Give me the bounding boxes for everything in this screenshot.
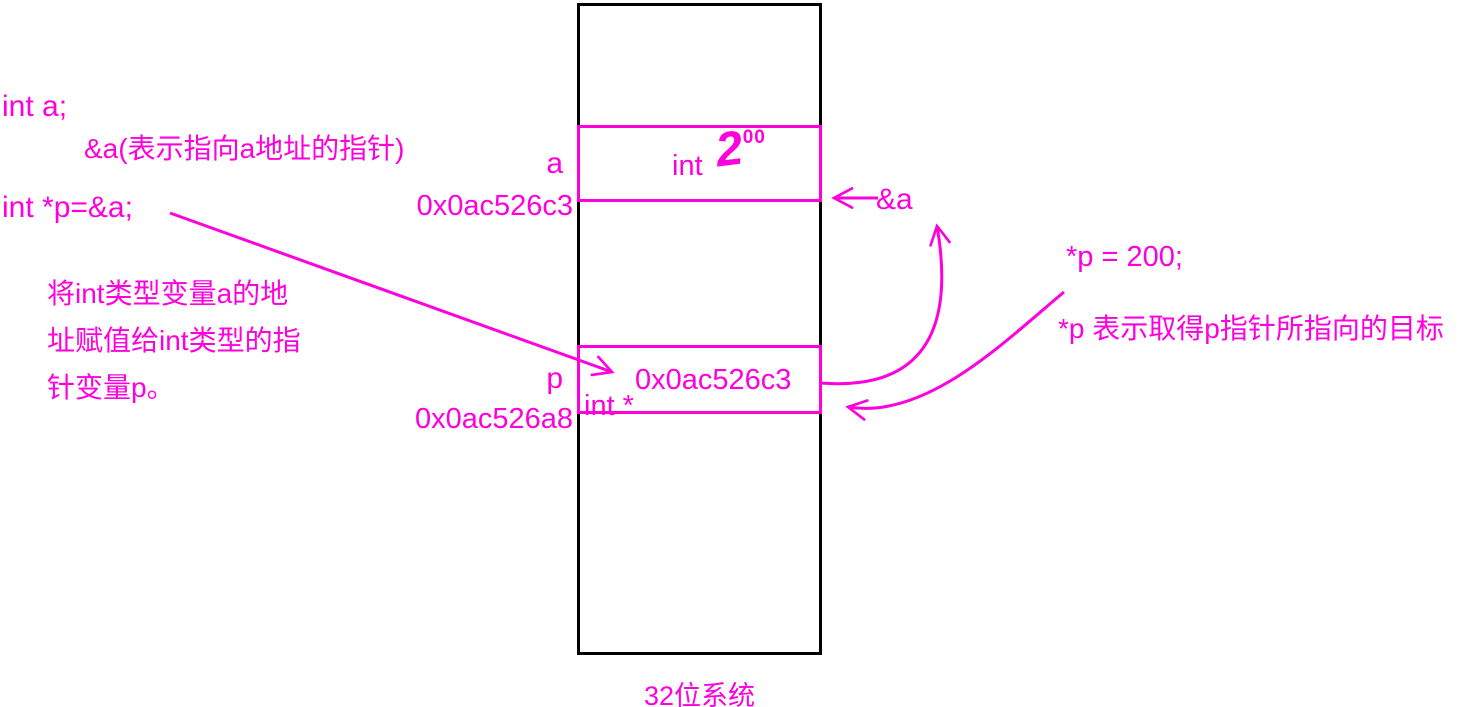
memory-cell-a: int 200	[577, 121, 822, 202]
memory-cell-p: 0x0ac526c3 int *	[577, 345, 822, 422]
deref-note-curve-arrow	[845, 290, 1065, 421]
cell-p-type-label: int *	[584, 390, 634, 422]
explanation-paragraph: 将int类型变量a的地 址赋值给int类型的指 针变量p。	[47, 270, 301, 411]
explanation-line-1: 将int类型变量a的地	[47, 278, 289, 309]
memory-column	[577, 3, 822, 655]
cell-a-value-sup: 00	[742, 127, 766, 148]
amp-a-pointer-label: &a	[876, 183, 913, 216]
deref-assignment-note: *p = 200;	[1066, 241, 1183, 273]
cell-a-value-main: 2	[712, 121, 746, 178]
variable-a-label: a	[546, 147, 563, 180]
cell-a-handwritten-value: 200	[712, 121, 766, 178]
p-points-to-a-curve-arrow	[819, 223, 951, 386]
variable-a-address: 0x0ac526c3	[416, 190, 573, 222]
explanation-line-3: 针变量p。	[47, 372, 175, 403]
system-caption: 32位系统	[643, 681, 756, 707]
cell-a-type-label: int	[672, 150, 703, 182]
explanation-line-2: 址赋值给int类型的指	[47, 325, 301, 356]
deref-explanation-note: *p 表示取得p指针所指向的目标	[1058, 313, 1444, 344]
declaration-int-a: int a;	[2, 90, 68, 123]
variable-p-label: p	[546, 362, 563, 395]
address-of-a-note: &a(表示指向a地址的指针)	[84, 133, 405, 164]
declaration-int-pointer-p: int *p=&a;	[2, 191, 133, 224]
cell-p-stored-value: 0x0ac526c3	[635, 364, 792, 396]
variable-p-address: 0x0ac526a8	[414, 403, 573, 435]
